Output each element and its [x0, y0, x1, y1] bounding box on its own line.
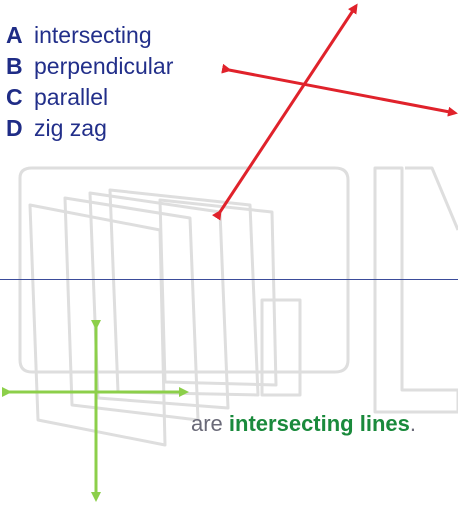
- caption-term: intersecting lines: [228, 411, 410, 436]
- option-label: parallel: [34, 84, 109, 110]
- caption-sentence: are intersecting lines.: [191, 410, 416, 438]
- red-arrow-line-horizontal: [221, 63, 458, 117]
- option-letter: A: [6, 22, 23, 48]
- caption-suffix: .: [409, 411, 416, 436]
- caption-prefix: are: [191, 411, 229, 436]
- option-label: perpendicular: [34, 53, 174, 79]
- red-arrow-line-diagonal: [211, 3, 358, 221]
- option-letter: D: [6, 115, 23, 141]
- option-letter: C: [6, 84, 23, 110]
- option-label: intersecting: [34, 22, 152, 48]
- divider-line: [0, 279, 458, 280]
- option-label: zig zag: [34, 115, 107, 141]
- option-letter: B: [6, 53, 23, 79]
